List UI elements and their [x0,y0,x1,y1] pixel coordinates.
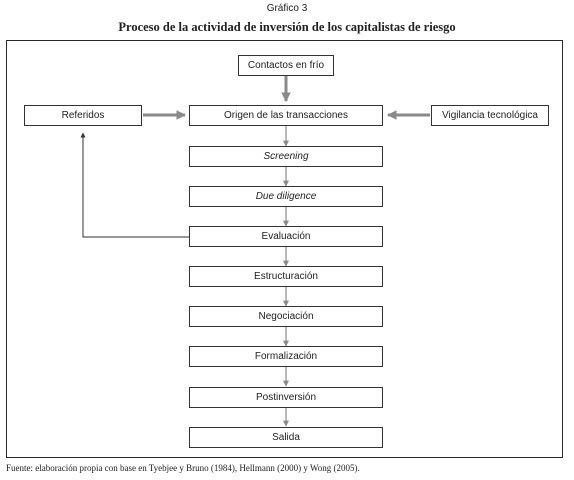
feedback-evaluation-to-referrals [80,132,189,238]
source-note: Fuente: elaboración propia con base en T… [6,463,360,473]
node-exit: Salida [189,427,383,448]
node-deal-origination: Origen de las transacciones [189,105,383,126]
node-referrals: Referidos [24,105,142,126]
node-screening: Screening [189,146,383,167]
node-formalization: Formalización [189,346,383,367]
node-post-investment: Postinversión [189,387,383,408]
figure-label: Gráfico 3 [266,3,308,14]
node-structuring: Estructuración [189,266,383,287]
node-tech-watch: Vigilancia tecnológica [431,105,549,126]
figure-title: Proceso de la actividad de inversión de … [118,20,456,34]
node-cold-contacts: Contactos en frío [238,55,334,76]
node-due-diligence: Due diligence [189,186,383,207]
node-negotiation: Negociación [189,306,383,327]
node-evaluation: Evaluación [189,226,383,247]
diagram-frame [6,40,563,458]
